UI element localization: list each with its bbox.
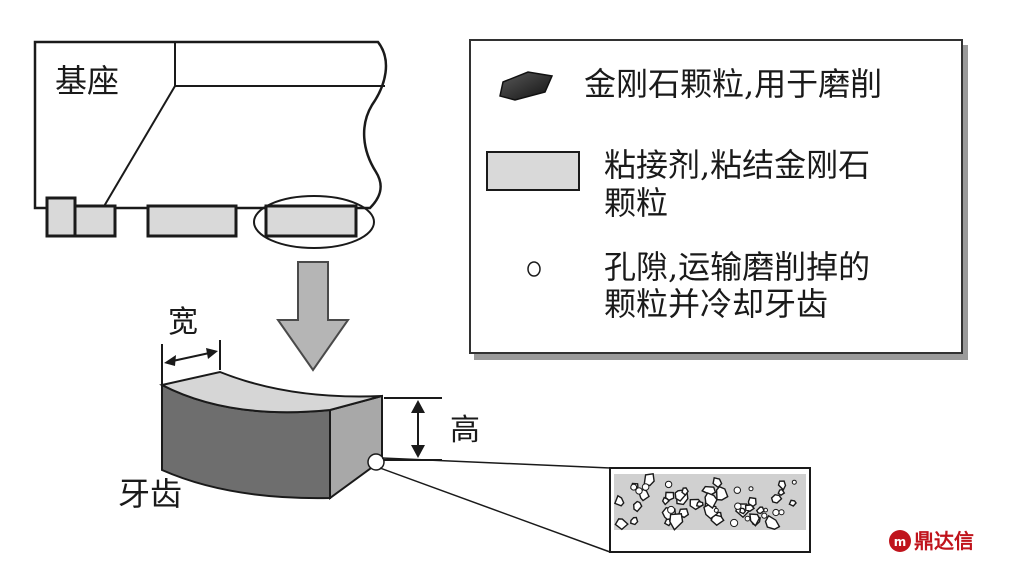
svg-text:m: m [894, 535, 907, 549]
inset-grain [669, 513, 684, 531]
inset-grain [681, 487, 689, 497]
inset-grain [703, 504, 719, 520]
inset-pore [763, 507, 769, 513]
inset-pore [730, 518, 739, 528]
inset-pore [748, 486, 754, 492]
inset-pore [713, 507, 719, 513]
inset-grain [747, 496, 757, 508]
down-arrow [276, 261, 350, 372]
inset-grain [613, 494, 625, 507]
legend-bond-line1: 粘接剂,粘结金刚石 [604, 146, 870, 184]
inset-pore [733, 486, 741, 494]
inset-pore [667, 505, 676, 514]
base-tooth [146, 204, 238, 238]
magnified-inset [609, 467, 811, 553]
height-dimension [384, 397, 442, 461]
inset-pore [635, 487, 643, 495]
bond-swatch-icon [486, 151, 580, 191]
inset-grain [777, 488, 786, 497]
base-teeth [45, 195, 375, 249]
diamond-particle-icon [499, 71, 554, 101]
highlight-ellipse [253, 195, 375, 249]
width-label: 宽 [168, 305, 198, 340]
brand-name: 鼎达信 [914, 529, 974, 553]
legend-bond-line2: 颗粒 [604, 184, 668, 222]
brand-watermark: m 鼎达信 [889, 529, 974, 553]
inset-pore [734, 502, 742, 510]
inset-grain [704, 492, 718, 510]
inset-pore [772, 508, 780, 517]
zoom-lines [379, 457, 611, 553]
pore-icon [527, 261, 541, 277]
tooth-label: 牙齿 [118, 475, 182, 513]
inset-grain [632, 500, 643, 513]
base-body [33, 40, 388, 210]
inset-grain [643, 473, 655, 487]
inset-pore [641, 483, 650, 491]
inset-pore [744, 515, 751, 522]
base-label: 基座 [55, 62, 119, 100]
inset-grain [614, 518, 629, 531]
inset-grain [777, 480, 787, 491]
inset-grain [770, 493, 783, 504]
width-dimension [161, 340, 221, 384]
inset-pore [778, 509, 785, 516]
inset-pore [791, 479, 797, 485]
height-label: 高 [450, 413, 480, 448]
inset-grain [661, 496, 670, 506]
inset-grain [664, 491, 675, 502]
legend-diamond: 金刚石颗粒,用于磨削 [584, 65, 882, 103]
base-tooth [45, 196, 77, 238]
inset-grain [788, 499, 797, 507]
legend-pore-line2: 颗粒并冷却牙齿 [604, 285, 828, 323]
inset-pore [664, 480, 673, 489]
legend-pore-line1: 孔隙,运输磨削掉的 [604, 248, 870, 286]
inset-grain [695, 500, 704, 508]
inset-pore [761, 512, 768, 519]
base-tooth [73, 204, 117, 238]
diamond-grains [613, 473, 797, 531]
inset-pore [630, 483, 638, 491]
tooth-segment [159, 370, 385, 500]
inset-grain [715, 485, 729, 501]
inset-grain [755, 506, 765, 515]
inset-grain [630, 516, 639, 526]
zoom-point [367, 453, 385, 471]
legend-box: 金刚石颗粒,用于磨削 粘接剂,粘结金刚石 颗粒 孔隙,运输磨削掉的 颗粒并冷却牙… [469, 39, 963, 354]
inset-grain [764, 514, 781, 530]
brand-logo-icon [889, 530, 911, 552]
inset-grain [739, 507, 747, 515]
base-tooth [264, 204, 358, 238]
inset-grain [749, 513, 761, 527]
